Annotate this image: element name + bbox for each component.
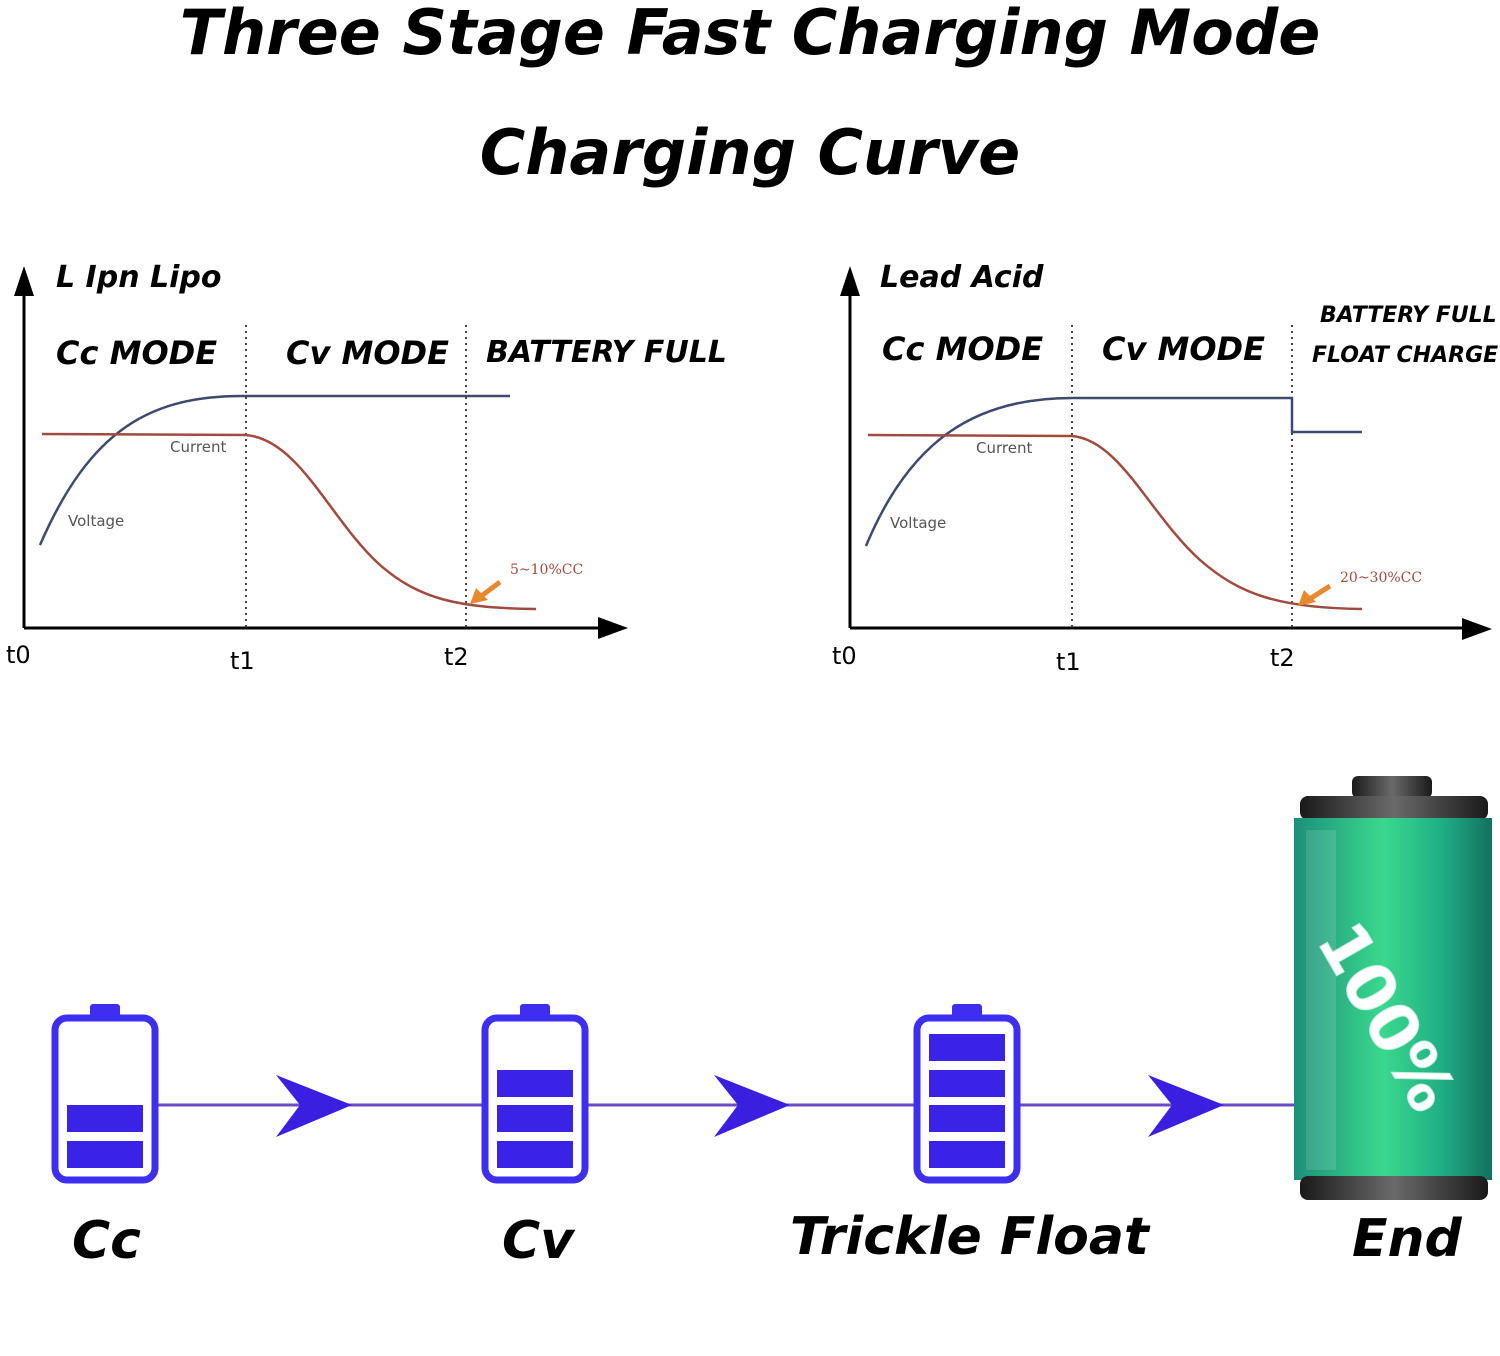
lead-heading: Lead Acid (880, 260, 1044, 295)
lipo-heading: L Ipn Lipo (56, 260, 221, 295)
lead-mode-full: BATTERY FULL (1320, 303, 1497, 328)
flow-arrow-icon-1 (276, 1075, 352, 1137)
lead-acid-diagram: Lead Acid Cc MODE Cv MODE BATTERY FULL F… (832, 260, 1498, 676)
lipo-voltage-curve (38, 394, 510, 546)
stage-label-cc: Cc (72, 1211, 141, 1271)
lipo-x-arrowhead (598, 617, 628, 639)
main-title: Three Stage Fast Charging Mode (179, 0, 1321, 69)
lipo-tick-t0: t0 (6, 641, 31, 669)
lipo-tick-t1: t1 (230, 647, 255, 675)
lead-tick-t0: t0 (832, 642, 857, 670)
stage-label-end: End (1352, 1209, 1463, 1269)
stage-label-cv: Cv (502, 1211, 576, 1271)
battery-full-icon: 100% (1294, 776, 1492, 1200)
lead-mode-cv: Cv MODE (1102, 330, 1265, 368)
lipo-mode-cc: Cc MODE (56, 334, 217, 372)
flow-arrow-icon-3 (1148, 1075, 1224, 1137)
lead-y-arrowhead (840, 266, 860, 296)
lead-note: 20~30%CC (1340, 570, 1422, 586)
lead-mode-float: FLOAT CHARGE (1312, 343, 1498, 368)
lipo-current-curve (41, 432, 537, 611)
lipo-mode-cv: Cv MODE (286, 334, 449, 372)
sub-title: Charging Curve (479, 116, 1021, 189)
battery-cv-icon (481, 1004, 589, 1184)
lead-note-arrow-icon (1298, 583, 1332, 606)
stage-label-trickle: Trickle Float (790, 1207, 1151, 1267)
lipo-mode-full: BATTERY FULL (486, 335, 727, 370)
lipo-diagram: L Ipn Lipo Cc MODE Cv MODE BATTERY FULL … (6, 260, 727, 675)
flow-arrow-icon-2 (714, 1075, 790, 1137)
lead-voltage-label: Voltage (890, 514, 946, 532)
lead-current-curve (867, 433, 1363, 611)
battery-cc-icon (51, 1004, 159, 1184)
lead-tick-t1: t1 (1056, 648, 1081, 676)
lead-voltage-curve (864, 396, 1362, 547)
lipo-tick-t2: t2 (444, 643, 469, 671)
lipo-current-label: Current (170, 438, 226, 456)
lipo-voltage-label: Voltage (68, 512, 124, 530)
lead-mode-cc: Cc MODE (882, 330, 1043, 368)
lipo-note: 5~10%CC (510, 562, 583, 578)
lipo-note-arrow-icon (470, 580, 502, 604)
lipo-y-arrowhead (14, 266, 34, 296)
lead-current-label: Current (976, 439, 1032, 457)
lead-tick-t2: t2 (1270, 644, 1295, 672)
lead-x-arrowhead (1462, 618, 1492, 640)
battery-trickle-icon (913, 1004, 1021, 1184)
stage-flow: 100% Cc Cv Trickle Float End (51, 776, 1492, 1271)
